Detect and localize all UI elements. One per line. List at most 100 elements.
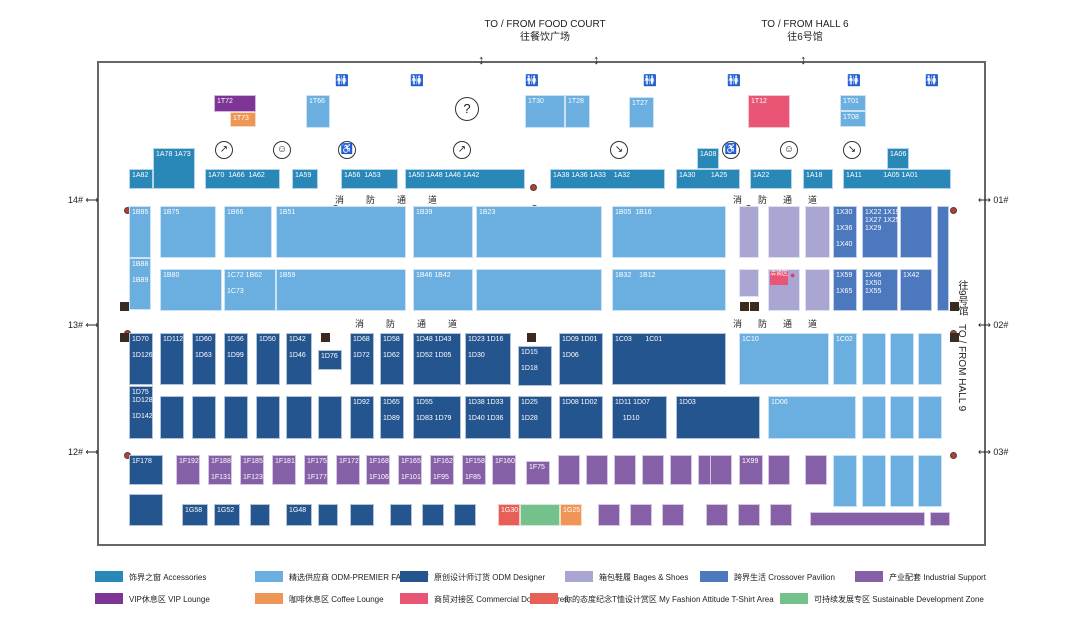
booth-1c02[interactable]: 1C02 bbox=[833, 333, 857, 385]
booth-c3[interactable] bbox=[918, 333, 942, 385]
booth-bag1[interactable] bbox=[739, 206, 759, 258]
booth-e3[interactable] bbox=[918, 396, 942, 439]
booth-f2[interactable] bbox=[586, 455, 608, 485]
booth-1a18[interactable]: 1A18 bbox=[803, 169, 833, 189]
booth-bag4[interactable] bbox=[739, 269, 759, 297]
booth-1d15[interactable]: 1D15 1D18 bbox=[518, 346, 552, 386]
booth-1t30[interactable]: 1T30 bbox=[525, 95, 565, 128]
booth-1t28[interactable]: 1T28 bbox=[565, 95, 590, 128]
booth-1d55[interactable]: 1D55 1D83 1D79 bbox=[413, 396, 461, 439]
booth-1b75[interactable]: 1B75 bbox=[160, 206, 216, 258]
booth-f7[interactable] bbox=[710, 455, 732, 485]
booth-1g37[interactable] bbox=[422, 504, 444, 526]
booth-1d03[interactable]: 1D03 bbox=[676, 396, 760, 439]
booth-1d60[interactable]: 1D60 1D63 bbox=[192, 333, 216, 385]
booth-f8[interactable] bbox=[768, 455, 790, 485]
booth-1x99[interactable]: 1X99 bbox=[739, 455, 763, 485]
booth-gsus[interactable] bbox=[520, 504, 560, 526]
booth-bag6[interactable] bbox=[805, 269, 830, 311]
booth-1t72[interactable]: 1T72 bbox=[214, 95, 256, 112]
booth-1d56[interactable]: 1D56 1D99 bbox=[224, 333, 248, 385]
booth-1t66[interactable]: 1T66 bbox=[306, 95, 330, 128]
booth-1x59[interactable]: 1X59 1X65 bbox=[833, 269, 857, 311]
booth-gbig[interactable] bbox=[129, 494, 163, 526]
booth-1b23[interactable]: 1B23 bbox=[476, 206, 602, 258]
booth-1b39[interactable]: 1B39 bbox=[413, 206, 473, 258]
booth-g1[interactable] bbox=[833, 455, 857, 507]
booth-1d38[interactable]: 1D38 1D33 1D40 1D36 bbox=[465, 396, 511, 439]
booth-g3[interactable] bbox=[890, 455, 914, 507]
booth-d6[interactable] bbox=[286, 396, 312, 439]
booth-1f172[interactable]: 1F172 bbox=[336, 455, 360, 485]
booth-1f185[interactable]: 1F185 1F123 bbox=[240, 455, 264, 485]
booth-g4[interactable] bbox=[918, 455, 942, 507]
booth-1d48[interactable]: 1D48 1D43 1D52 1D05 bbox=[413, 333, 461, 385]
booth-1x42[interactable]: 1X42 bbox=[900, 269, 932, 311]
booth-1t27[interactable]: 1T27 bbox=[629, 97, 654, 128]
booth-1f188[interactable]: 1F188 1F131 bbox=[208, 455, 232, 485]
booth-1d76[interactable]: 1D76 bbox=[318, 350, 342, 370]
booth-1d42[interactable]: 1D42 1D46 bbox=[286, 333, 312, 385]
booth-1b51[interactable]: 1B51 bbox=[276, 206, 406, 258]
booth-1c10[interactable]: 1C10 bbox=[739, 333, 829, 385]
booth-1g33[interactable] bbox=[454, 504, 476, 526]
booth-h7[interactable] bbox=[810, 512, 925, 526]
booth-bag2[interactable] bbox=[768, 206, 800, 258]
booth-1a50[interactable]: 1A50 1A48 1A46 1A42 bbox=[405, 169, 525, 189]
booth-1a30[interactable]: 1A30 1A25 bbox=[676, 169, 740, 189]
booth-1d50[interactable]: 1D50 bbox=[256, 333, 280, 385]
booth-1d75[interactable]: 1D75 1D128 1D142 bbox=[129, 386, 153, 439]
booth-1f158[interactable]: 1F158 1F85 bbox=[462, 455, 486, 485]
booth-bag3[interactable] bbox=[805, 206, 830, 258]
booth-1a11[interactable]: 1A11 1A05 1A01 bbox=[843, 169, 951, 189]
booth-1d06b[interactable]: 1D06 bbox=[768, 396, 856, 439]
booth-1t08[interactable]: 1T08 bbox=[840, 111, 866, 127]
booth-f3[interactable] bbox=[614, 455, 636, 485]
booth-1a38[interactable]: 1A38 1A36 1A33 1A32 bbox=[550, 169, 665, 189]
booth-f5[interactable] bbox=[670, 455, 692, 485]
booth-h4[interactable] bbox=[706, 504, 728, 526]
booth-1t12[interactable]: 1T12 bbox=[748, 95, 790, 128]
booth-f1[interactable] bbox=[558, 455, 580, 485]
booth-1b32[interactable]: 1B32 1B12 bbox=[612, 269, 726, 311]
booth-f4[interactable] bbox=[642, 455, 664, 485]
booth-1g48[interactable]: 1G48 bbox=[286, 504, 312, 526]
booth-1t01[interactable]: 1T01 bbox=[840, 95, 866, 111]
booth-1f175[interactable]: 1F175 1F177 bbox=[304, 455, 328, 485]
booth-1b66[interactable]: 1B66 bbox=[224, 206, 272, 258]
booth-1b24[interactable] bbox=[476, 269, 602, 311]
booth-d7[interactable] bbox=[318, 396, 342, 439]
booth-1a08[interactable]: 1A08 bbox=[697, 148, 719, 169]
booth-h3[interactable] bbox=[662, 504, 684, 526]
booth-h2[interactable] bbox=[630, 504, 652, 526]
booth-1x12[interactable] bbox=[900, 206, 932, 258]
booth-c1[interactable] bbox=[862, 333, 886, 385]
booth-d5[interactable] bbox=[256, 396, 280, 439]
booth-1a82[interactable]: 1A82 bbox=[129, 169, 153, 189]
booth-1b85[interactable]: 1B85 bbox=[129, 206, 151, 258]
booth-h6[interactable] bbox=[770, 504, 792, 526]
booth-1g52[interactable]: 1G52 bbox=[214, 504, 240, 526]
booth-1g25[interactable]: 1G25 bbox=[560, 504, 582, 526]
booth-c2[interactable] bbox=[890, 333, 914, 385]
booth-e1[interactable] bbox=[862, 396, 886, 439]
booth-1f192[interactable]: 1F192 bbox=[176, 455, 200, 485]
booth-1c03[interactable]: 1C03 1C01 bbox=[612, 333, 726, 385]
booth-1b80[interactable]: 1B80 bbox=[160, 269, 222, 311]
booth-e2[interactable] bbox=[890, 396, 914, 439]
booth-1g45[interactable] bbox=[318, 504, 338, 526]
booth-1d25[interactable]: 1D25 1D28 bbox=[518, 396, 552, 439]
booth-1a78[interactable]: 1A78 1A73 bbox=[153, 148, 195, 189]
booth-1c72[interactable]: 1C72 1B62 1C73 bbox=[224, 269, 276, 311]
booth-1f168[interactable]: 1F168 1F106 bbox=[366, 455, 390, 485]
booth-1x30[interactable]: 1X30 1X36 1X40 bbox=[833, 206, 857, 258]
booth-1g58[interactable]: 1G58 bbox=[182, 504, 208, 526]
booth-1a70[interactable]: 1A70 1A66 1A62 bbox=[205, 169, 280, 189]
booth-1d58[interactable]: 1D58 1D62 bbox=[380, 333, 404, 385]
booth-1x22[interactable]: 1X22 1X19 1X27 1X25 1X29 bbox=[862, 206, 900, 258]
booth-1d65[interactable]: 1D65 1D89 bbox=[380, 396, 404, 439]
booth-1d11[interactable]: 1D11 1D07 1D10 bbox=[612, 396, 667, 439]
booth-h5[interactable] bbox=[738, 504, 760, 526]
booth-h8[interactable] bbox=[930, 512, 950, 526]
booth-1f75[interactable]: 1F75 bbox=[526, 461, 550, 485]
